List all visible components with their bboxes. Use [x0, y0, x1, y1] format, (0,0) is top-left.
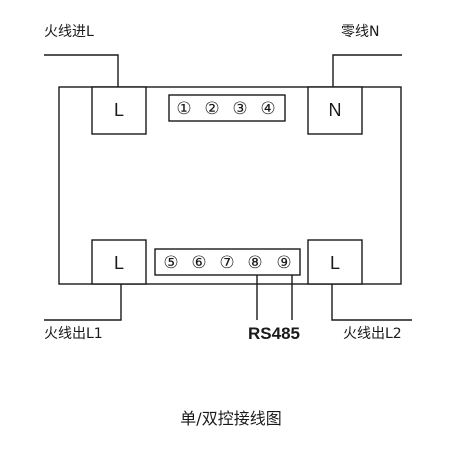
live-out-2-label: 火线出L2: [343, 326, 402, 342]
terminal-top-right: [307, 86, 363, 135]
terminal-bottom-right: [307, 239, 363, 285]
pin-3: ③: [232, 99, 247, 119]
terminal-bottom-left: [91, 239, 147, 285]
diagram-caption: 单/双控接线图: [180, 409, 281, 428]
live-out-1-wire: [44, 284, 122, 321]
pin-7: ⑦: [219, 253, 234, 273]
live-in-wire: [44, 54, 119, 87]
live-out-1-label: 火线出L1: [44, 326, 103, 342]
neutral-wire: [332, 54, 402, 87]
pin-4: ④: [260, 99, 275, 119]
pin-1: ①: [176, 99, 191, 119]
pin-2: ②: [204, 99, 219, 119]
terminal-top-right-label: N: [329, 100, 342, 120]
pin-8: ⑧: [247, 253, 262, 273]
terminal-top-left-label: L: [114, 100, 124, 120]
terminal-top-left: [91, 86, 147, 135]
live-out-2-wire: [331, 284, 412, 321]
pin-block-top: [168, 94, 286, 122]
neutral-label: 零线N: [341, 24, 379, 40]
pin-6: ⑥: [191, 253, 206, 273]
live-in-label: 火线进L: [44, 24, 94, 40]
terminal-bottom-left-label: L: [114, 253, 124, 273]
pin-5: ⑤: [163, 253, 178, 273]
rs485-label: RS485: [248, 324, 300, 343]
pin-9: ⑨: [276, 253, 291, 273]
terminal-bottom-right-label: L: [330, 253, 340, 273]
pin-block-bottom: [154, 248, 301, 276]
